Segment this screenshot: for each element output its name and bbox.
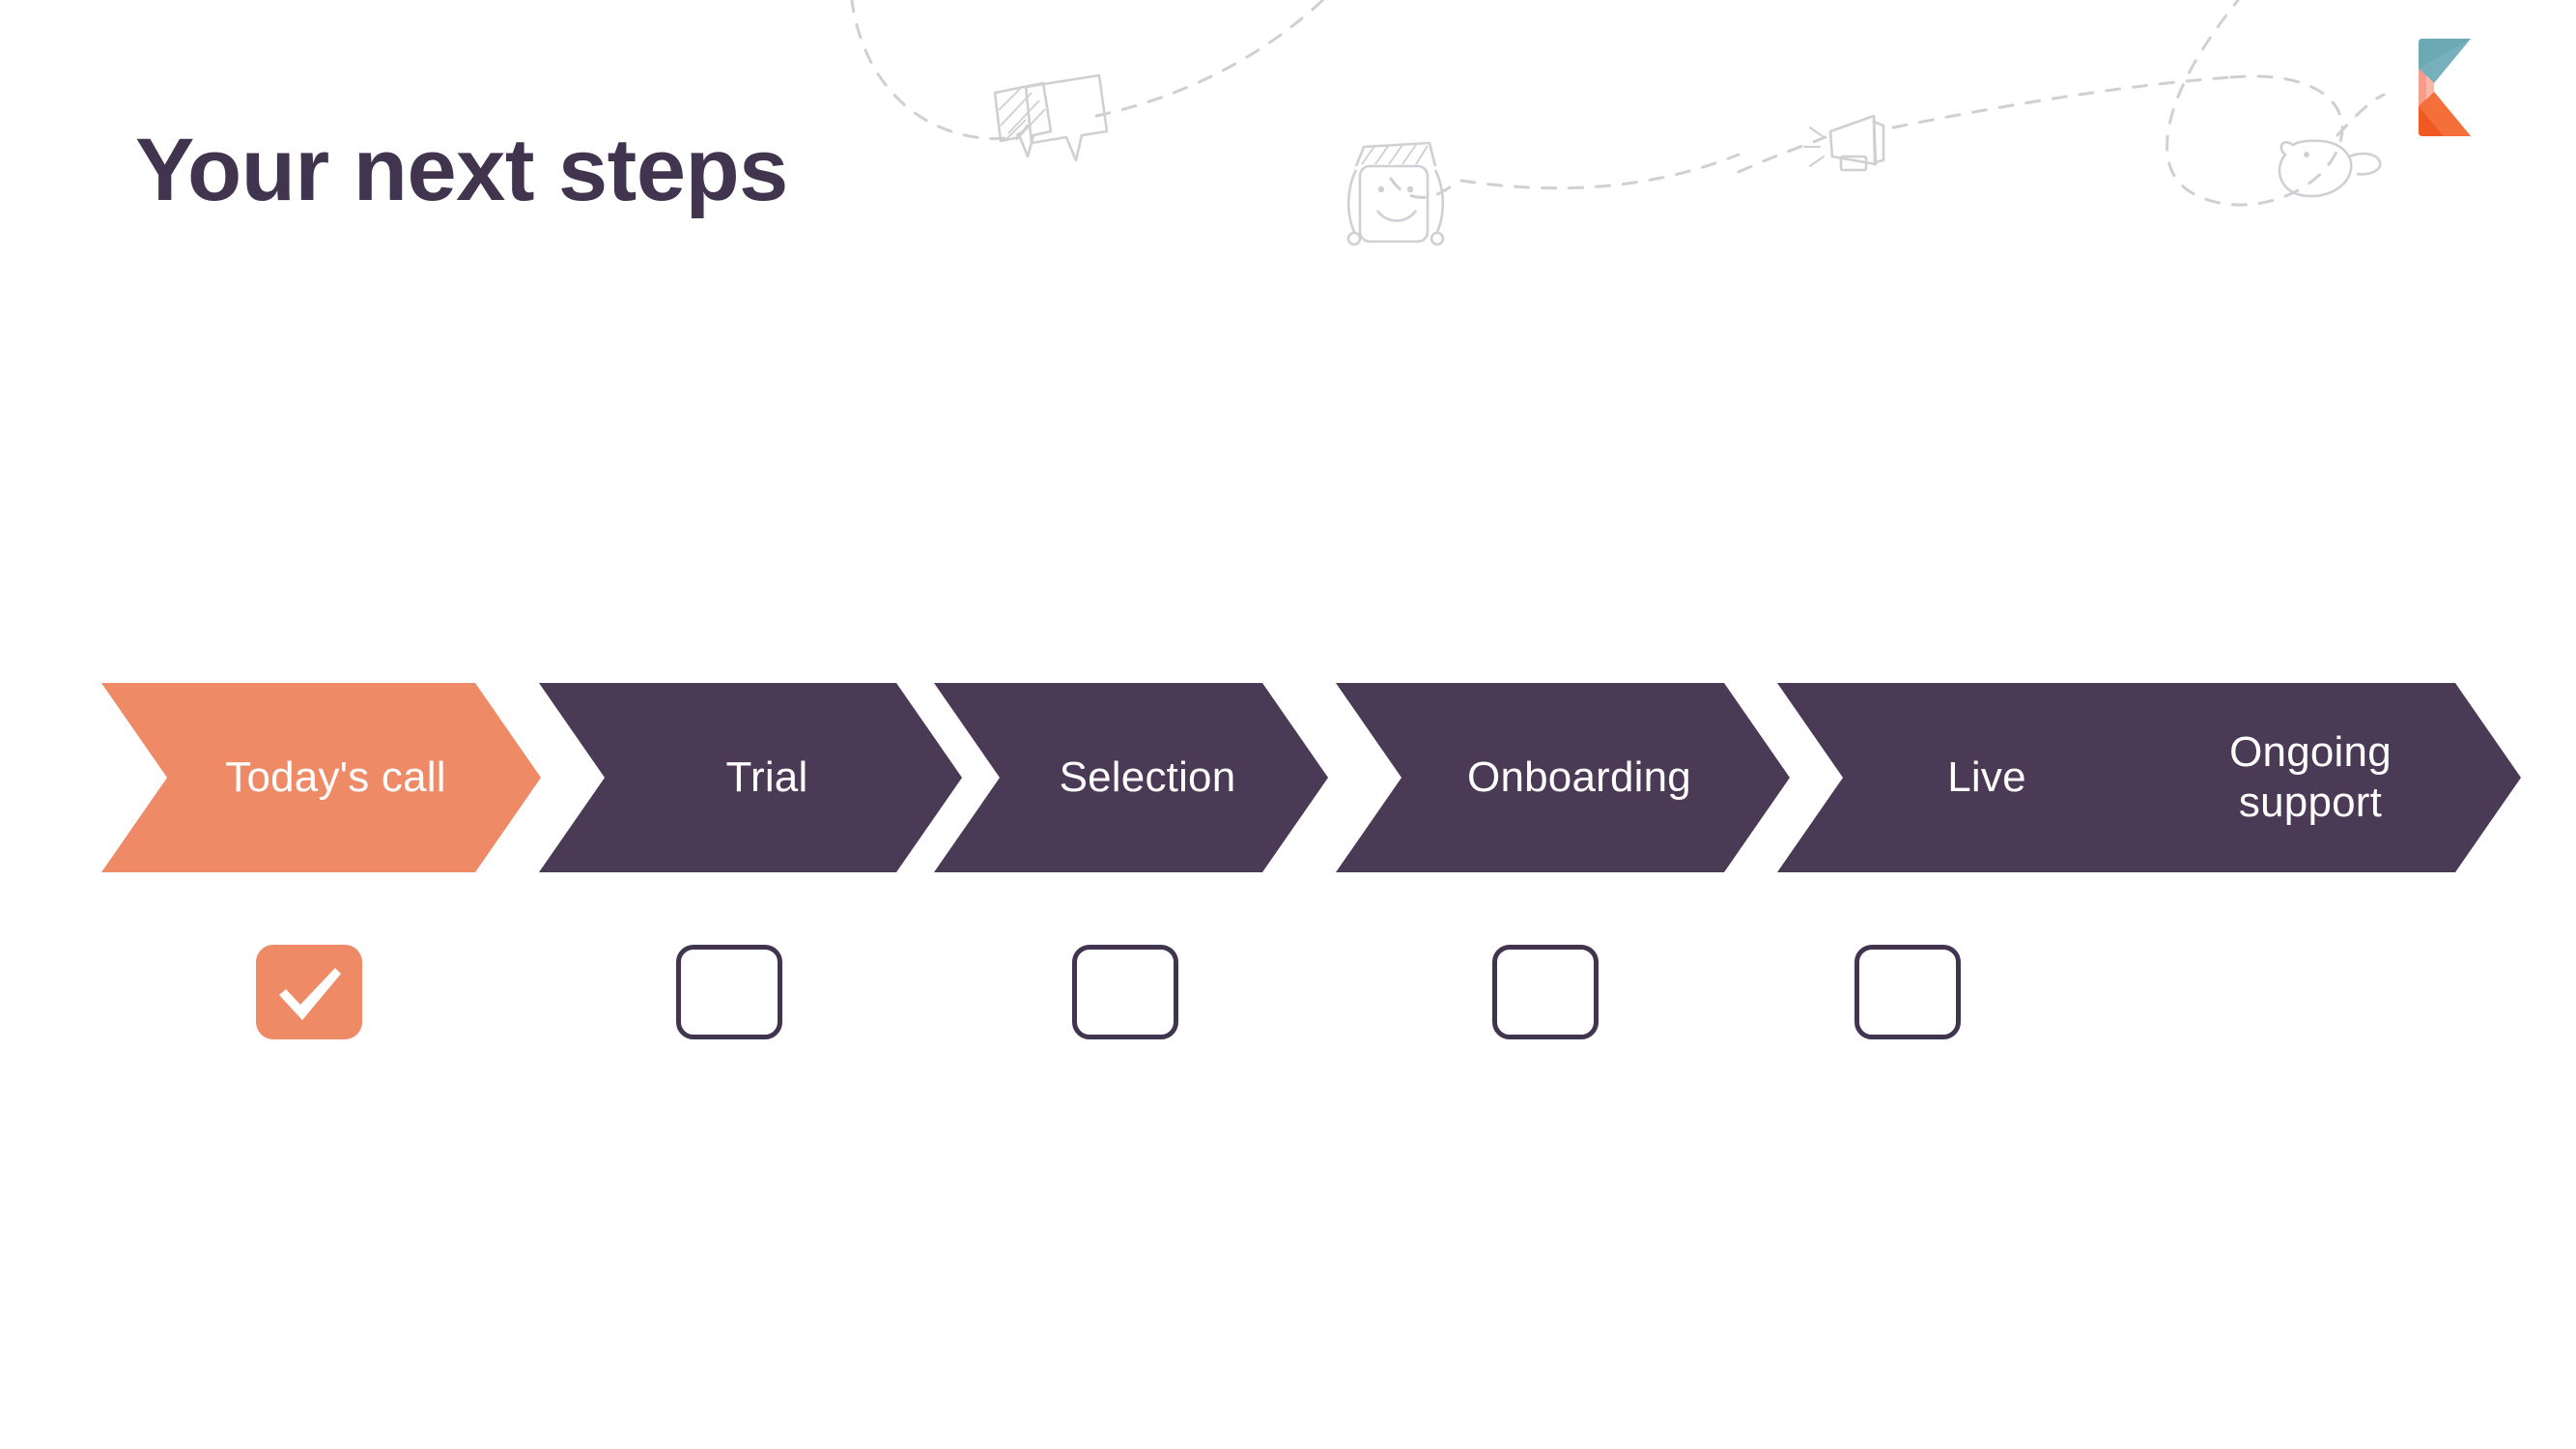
checkmark-icon [279, 968, 341, 1020]
process-chevron-band: Today's call Trial Selection Onboarding Live… [0, 683, 2576, 872]
checkbox-selection[interactable] [1072, 945, 1178, 1039]
chevron-step-label: Onboarding [1467, 753, 1691, 802]
chevron-step-label: Selection [1059, 753, 1236, 802]
chevron-step-label: Today's call [225, 753, 446, 802]
chevron-step-onboarding[interactable]: Onboarding [1336, 683, 1790, 872]
chevron-step-trial[interactable]: Trial [539, 683, 962, 872]
page-title: Your next steps [135, 121, 788, 219]
chevron-step-label: Trial [725, 753, 808, 802]
checkbox-live[interactable] [1854, 945, 1961, 1039]
checkbox-trial[interactable] [676, 945, 782, 1039]
chevron-step-label: Ongoing support [2229, 728, 2392, 826]
checkbox-onboarding[interactable] [1492, 945, 1599, 1039]
chevron-step-label: Live [1947, 753, 2026, 802]
chevron-step-today-s-call[interactable]: Today's call [101, 683, 541, 872]
chevron-step-ongoing-support[interactable]: Ongoing support [2067, 683, 2521, 872]
bird-doodle [2278, 139, 2382, 198]
megaphone-doodle [1803, 114, 1885, 172]
chevron-step-selection[interactable]: Selection [934, 683, 1328, 872]
checkbox-todays-call[interactable] [256, 945, 362, 1039]
speech-bubbles-doodle [993, 73, 1109, 162]
smiley-face-doodle [1346, 141, 1445, 246]
checkbox-row [0, 945, 2576, 1041]
kahootz-k-logo [2419, 39, 2471, 136]
